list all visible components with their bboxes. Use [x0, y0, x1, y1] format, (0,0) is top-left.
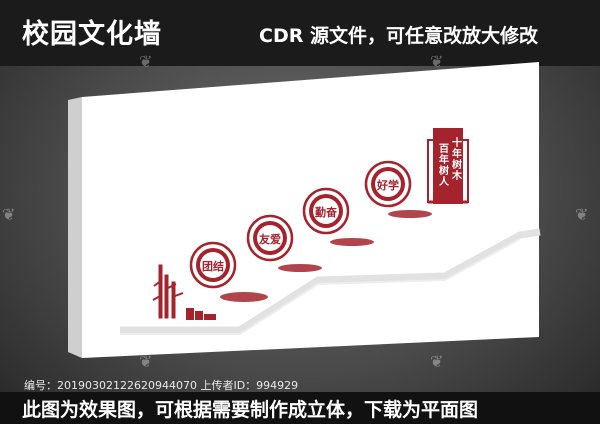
page-subtitle: CDR 源文件，可任意改放大修改 — [259, 25, 538, 47]
leaf-watermark-icon: ❦ — [2, 205, 16, 224]
decorative-line — [120, 238, 521, 335]
circle-medallion-3 — [302, 187, 374, 246]
vertical-banner — [427, 128, 469, 204]
decorative-line — [120, 228, 541, 334]
circle-label-3: 勤奋 — [315, 206, 337, 219]
circle-label-4: 好学 — [377, 179, 399, 192]
circle-medallion-4 — [364, 160, 432, 218]
leaf-watermark-icon: ❦ — [430, 352, 444, 371]
footer-bar — [0, 392, 600, 424]
banner-text-col1: 十年树木 — [452, 138, 462, 182]
banner-text-col2: 百年树人 — [439, 144, 449, 188]
circle-medallion-1 — [189, 241, 268, 302]
leaf-watermark-icon: ❦ — [139, 52, 153, 71]
circle-label-1: 团结 — [202, 260, 224, 273]
wall-side — [68, 97, 82, 358]
bamboo-icon — [152, 264, 184, 319]
circle-medallion-2 — [246, 214, 322, 272]
file-meta: 编号：20190302122620944070 上传者ID：994929 — [24, 379, 299, 392]
circle-label-2: 友爱 — [259, 233, 281, 246]
leaf-watermark-icon: ❦ — [139, 352, 153, 371]
leaf-watermark-icon: ❦ — [430, 52, 444, 71]
leaf-watermark-icon: ❦ — [575, 205, 589, 224]
books-icon — [186, 308, 216, 320]
header-bar — [0, 0, 600, 66]
page-title: 校园文化墙 — [22, 19, 162, 50]
footer-caption: 此图为效果图，可根据需要制作成立体，下载为平面图 — [22, 399, 479, 421]
